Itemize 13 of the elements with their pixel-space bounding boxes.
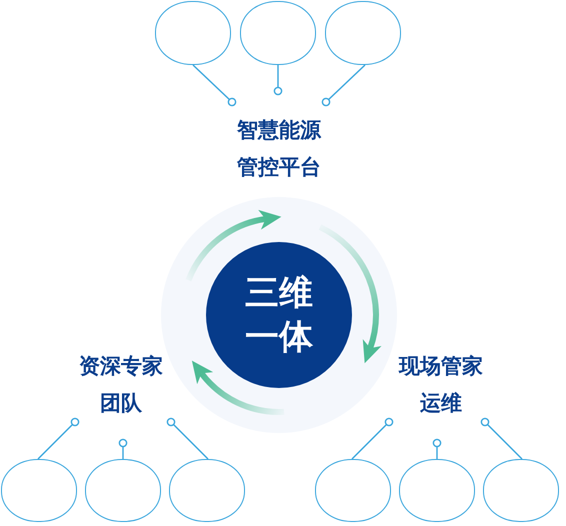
group-title: 现场管家运维 bbox=[398, 353, 484, 417]
leader-line bbox=[118, 438, 128, 459]
group-title: 智慧能源管控平台 bbox=[236, 117, 322, 181]
leader-line bbox=[274, 65, 282, 96]
leader-line bbox=[480, 418, 522, 460]
leader-line bbox=[166, 418, 208, 460]
circle-title: 三维一体 bbox=[244, 272, 314, 359]
group-title: 资深专家团队 bbox=[78, 353, 164, 417]
leader-line bbox=[352, 418, 394, 460]
leader-line bbox=[432, 438, 442, 459]
leader-line bbox=[192, 64, 236, 106]
leader-line bbox=[38, 418, 80, 460]
leader-line bbox=[322, 64, 366, 106]
